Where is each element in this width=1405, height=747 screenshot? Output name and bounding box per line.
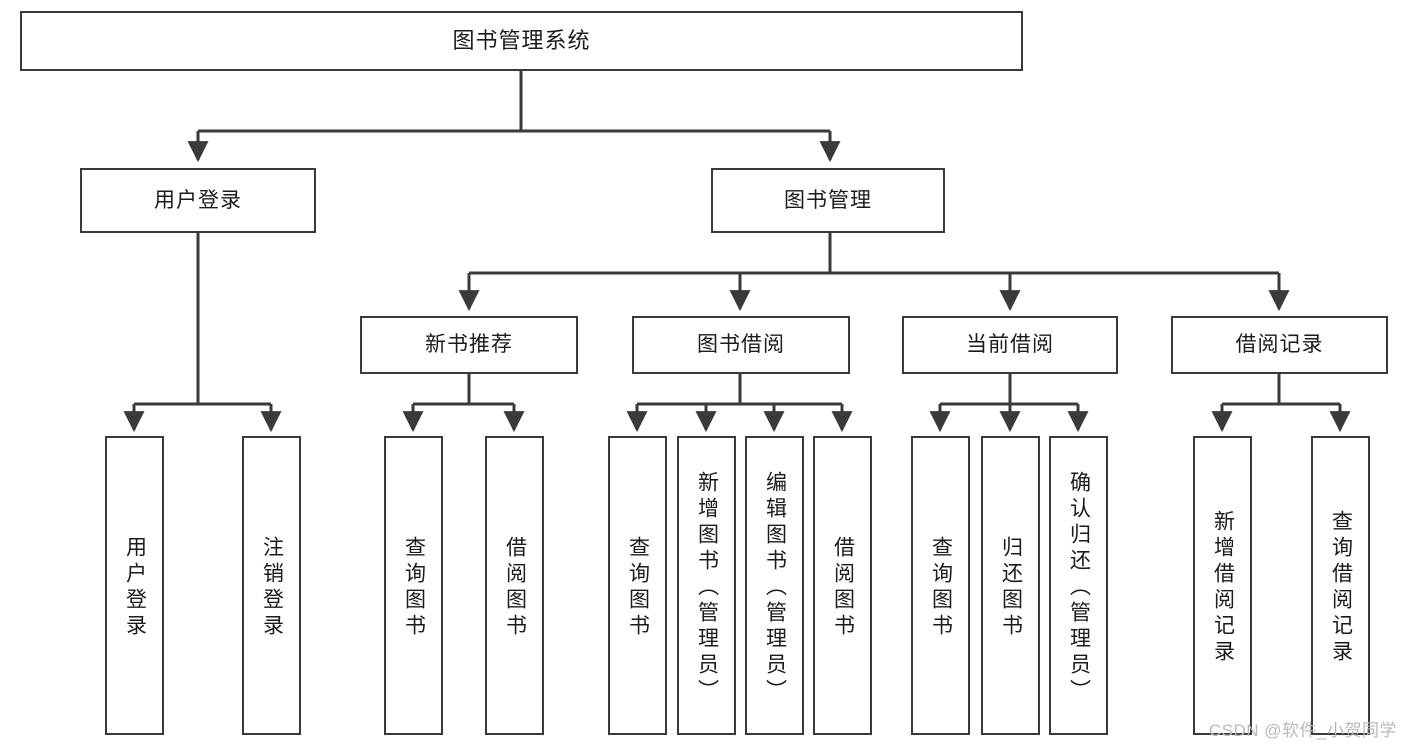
leaf-borrow-query-book[interactable]: 查询图书 xyxy=(608,436,667,735)
node-book-management[interactable]: 图书管理 xyxy=(711,168,945,233)
leaf-user-logout[interactable]: 注销登录 xyxy=(242,436,301,735)
leaf-recommend-borrow-book[interactable]: 借阅图书 xyxy=(485,436,544,735)
node-label: 图书借阅 xyxy=(697,333,785,357)
node-label: 用户登录 xyxy=(154,188,242,212)
node-label: 图书管理 xyxy=(784,188,872,212)
node-new-book-recommend[interactable]: 新书推荐 xyxy=(360,316,578,374)
node-label: 新增借阅记录 xyxy=(1211,509,1235,666)
node-label: 新增图书（管理员） xyxy=(695,470,719,705)
node-label: 新书推荐 xyxy=(425,333,513,357)
leaf-record-add-borrow-record[interactable]: 新增借阅记录 xyxy=(1193,436,1252,735)
leaf-recommend-query-book[interactable]: 查询图书 xyxy=(384,436,443,735)
node-label: 编辑图书（管理员） xyxy=(763,470,787,705)
node-book-borrow[interactable]: 图书借阅 xyxy=(632,316,850,374)
leaf-record-query-borrow-record[interactable]: 查询借阅记录 xyxy=(1311,436,1370,735)
node-user-login[interactable]: 用户登录 xyxy=(80,168,316,233)
node-label: 查询借阅记录 xyxy=(1329,509,1353,666)
watermark: CSDN @软件_小贺同学 xyxy=(1208,721,1397,740)
node-label: 借阅记录 xyxy=(1235,333,1324,357)
node-label: 借阅图书 xyxy=(503,535,527,640)
leaf-current-confirm-return-admin[interactable]: 确认归还（管理员） xyxy=(1049,436,1108,735)
leaf-user-login[interactable]: 用户登录 xyxy=(105,436,164,735)
node-borrow-record[interactable]: 借阅记录 xyxy=(1171,316,1388,374)
node-root-book-management-system[interactable]: 图书管理系统 xyxy=(20,11,1023,71)
node-label: 确认归还（管理员） xyxy=(1067,470,1091,705)
node-current-borrow[interactable]: 当前借阅 xyxy=(902,316,1118,374)
leaf-current-query-book[interactable]: 查询图书 xyxy=(911,436,970,735)
leaf-current-return-book[interactable]: 归还图书 xyxy=(981,436,1040,735)
leaf-borrow-borrow-book[interactable]: 借阅图书 xyxy=(813,436,872,735)
node-label: 当前借阅 xyxy=(966,333,1054,357)
node-label: 借阅图书 xyxy=(831,535,855,640)
node-label: 查询图书 xyxy=(626,535,650,640)
node-label: 查询图书 xyxy=(929,535,953,640)
node-label: 归还图书 xyxy=(999,535,1023,640)
leaf-borrow-add-book-admin[interactable]: 新增图书（管理员） xyxy=(677,436,736,735)
node-label: 图书管理系统 xyxy=(452,27,591,53)
node-label: 注销登录 xyxy=(260,535,284,640)
node-label: 用户登录 xyxy=(123,535,147,640)
node-label: 查询图书 xyxy=(402,535,426,640)
leaf-borrow-edit-book-admin[interactable]: 编辑图书（管理员） xyxy=(745,436,804,735)
